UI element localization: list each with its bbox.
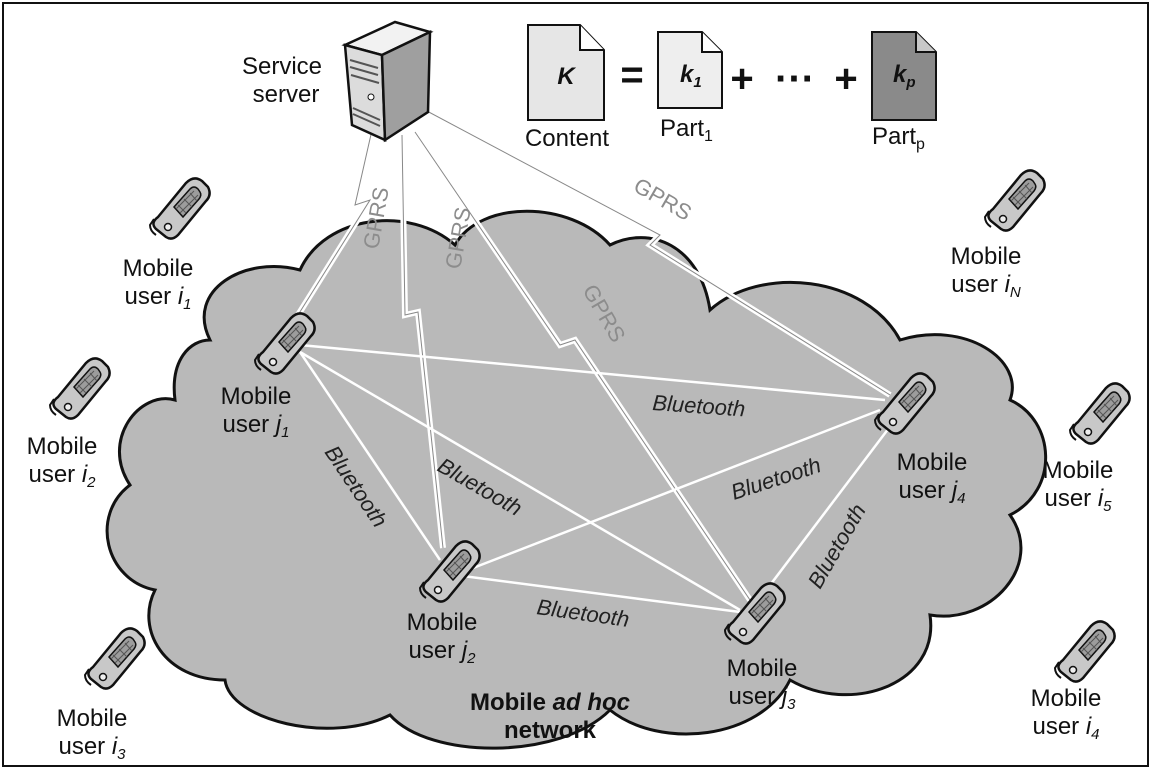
user-label-j3: Mobile user j3 [727,655,798,713]
svg-text:user j1: user j1 [222,411,289,441]
svg-text:Mobile: Mobile [1031,685,1102,712]
plus-sign-2: + [834,57,857,101]
svg-text:Mobile: Mobile [27,433,98,460]
svg-text:Mobile: Mobile [727,655,798,682]
user-label-iN: Mobile user iN [951,243,1022,301]
gprs-label-4: GPRS [630,173,697,226]
svg-text:Mobile: Mobile [123,255,194,282]
svg-text:Mobile: Mobile [1043,457,1114,484]
user-label-j1: Mobile user j1 [221,383,292,441]
part-p-document-icon [871,31,937,121]
svg-text:Mobile: Mobile [221,383,292,410]
content-letter: K [557,63,576,90]
svg-text:user iN: user iN [951,271,1021,301]
phone-icon-i2 [48,357,111,420]
content-label: Content [525,125,609,152]
user-label-i1: Mobile user i1 [123,255,194,313]
phone-icon-i4 [1053,620,1116,683]
gprs-links [295,107,892,602]
user-label-i2: Mobile user i2 [27,433,98,491]
part-1-label: Part1 [660,115,713,145]
svg-text:network: network [504,717,597,744]
svg-text:user i2: user i2 [28,461,96,491]
user-label-i3: Mobile user i3 [57,705,128,763]
user-label-j4: Mobile user j4 [897,449,968,507]
server-label-line2: server [253,81,320,108]
equals-sign: = [620,53,643,97]
svg-text:user j2: user j2 [408,637,476,667]
server-icon [341,20,434,143]
svg-text:user i3: user i3 [58,733,126,763]
user-label-i5: Mobile user i5 [1043,457,1114,515]
part-p-label: Partp [872,123,925,153]
server-label-line1: Service [242,53,322,80]
svg-text:Mobile ad hoc: Mobile ad hoc [470,689,630,716]
svg-text:Mobile: Mobile [951,243,1022,270]
phone-icon-i5 [1068,382,1131,445]
svg-text:Mobile: Mobile [897,449,968,476]
user-label-i4: Mobile user i4 [1031,685,1102,743]
svg-text:Mobile: Mobile [407,609,478,636]
content-document-icon [527,24,605,121]
part-1-letter: k1 [680,61,702,91]
svg-text:user i4: user i4 [1032,713,1099,743]
phone-icon-i1 [148,177,211,240]
user-label-j2: Mobile user j2 [407,609,478,667]
svg-text:user i5: user i5 [1044,485,1112,515]
svg-text:user j4: user j4 [898,477,965,507]
phone-icon-iN [983,169,1046,232]
svg-text:user i1: user i1 [124,283,191,313]
cloud-label: Mobile ad hoc network [470,689,630,744]
svg-text:user j3: user j3 [728,683,796,713]
part-1-document-icon [657,31,723,109]
part-p-letter: kp [893,61,916,91]
svg-text:Mobile: Mobile [57,705,128,732]
phone-icon-i3 [83,627,146,690]
bluetooth-links [298,343,896,614]
plus-sign-1: + [730,57,753,101]
ellipsis: ··· [775,57,815,101]
